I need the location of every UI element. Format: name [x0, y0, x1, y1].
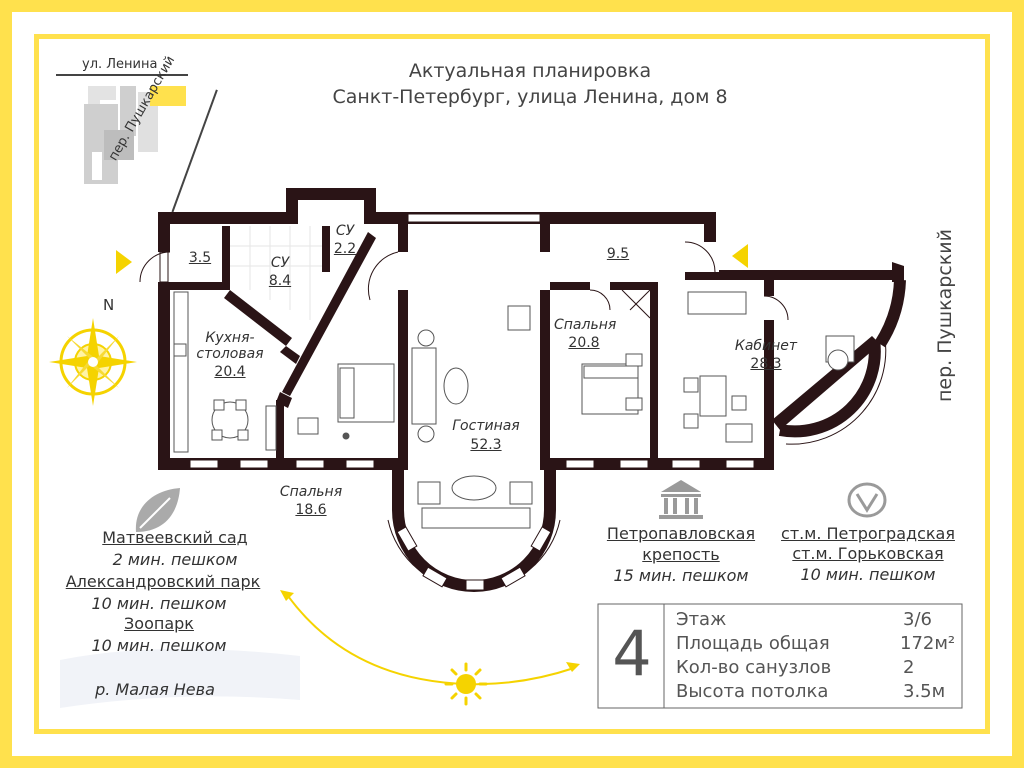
poi-garden-time: 2 мин. пешком	[112, 550, 238, 569]
floor-number: 4	[612, 617, 652, 690]
river	[60, 648, 300, 708]
entry-arrow-left-icon	[116, 250, 132, 274]
room-area-bedroom1: 20.8	[568, 335, 600, 351]
location-map	[56, 74, 218, 213]
info-label-height: Высота потолка	[676, 681, 829, 702]
museum-icon	[659, 480, 703, 519]
poi-metro-name-1: ст.м. Петроградская	[781, 524, 955, 543]
room-area-bedroom2: 18.6	[295, 502, 327, 518]
bay-window	[387, 468, 561, 592]
info-box	[597, 603, 963, 709]
sun-path	[280, 590, 580, 686]
poi-metro-name-2: ст.м. Горьковская	[792, 544, 944, 563]
info-label-floor: Этаж	[676, 609, 727, 630]
room-area-office: 28.3	[750, 356, 782, 372]
metro-icon	[847, 482, 887, 518]
poi-fortress-time: 15 мин. пешком	[613, 566, 749, 585]
room-name-wc1: СУ	[270, 255, 290, 271]
poi-fortress-name-2: крепость	[642, 545, 720, 564]
room-name-kitchen: Кухня- столовая	[196, 330, 264, 362]
poi-metro-time: 10 мин. пешком	[800, 565, 936, 584]
info-value-bathrooms: 2	[903, 657, 915, 678]
street-right-label: пер. Пушкарский	[934, 229, 956, 402]
info-value-floor: 3/6	[903, 609, 932, 630]
room-area-hall: 3.5	[188, 250, 212, 266]
poi-park-name: Александровский парк	[65, 572, 261, 591]
poi-garden-name: Матвеевский сад	[102, 528, 248, 547]
room-name-wc2: СУ	[335, 223, 355, 239]
title-line-1: Актуальная планировка	[408, 60, 652, 82]
room-name-bedroom1: Спальня	[554, 317, 617, 333]
room-name-office: Кабинет	[734, 338, 798, 354]
furniture	[173, 291, 855, 529]
room-area-corridor: 9.5	[606, 246, 630, 262]
leaf-icon	[135, 488, 180, 532]
info-value-area: 172м²	[900, 633, 956, 654]
info-value-height: 3.5м	[903, 681, 946, 702]
poi-zoo-time: 10 мин. пешком	[91, 636, 227, 655]
room-area-living: 52.3	[470, 437, 502, 453]
compass-label: N	[103, 296, 115, 314]
poi-fortress-name-1: Петропавловская	[606, 524, 756, 543]
map-street-top: ул. Ленина	[82, 57, 158, 72]
room-area-wc2: 2.2	[333, 241, 357, 257]
info-label-bathrooms: Кол-во санузлов	[676, 657, 832, 678]
room-area-wc1: 8.4	[268, 273, 292, 289]
doors	[139, 241, 789, 321]
room-area-kitchen: 20.4	[214, 364, 246, 380]
bathroom-tiles	[230, 226, 322, 320]
poi-park-time: 10 мин. пешком	[91, 594, 227, 613]
windows	[159, 213, 755, 469]
compass-rose-icon	[49, 318, 137, 406]
sun-icon	[444, 662, 488, 706]
room-name-bedroom2: Спальня	[279, 484, 343, 500]
room-name-living: Гостиная	[452, 418, 520, 434]
info-label-area: Площадь общая	[676, 633, 830, 654]
poi-zoo-name: Зоопарк	[124, 614, 194, 633]
title-line-2: Санкт-Петербург, улица Ленина, дом 8	[332, 86, 728, 108]
river-label: р. Малая Нева	[95, 680, 215, 699]
office-bay	[778, 279, 906, 445]
entry-arrow-right-icon	[732, 244, 748, 268]
inner-frame	[34, 34, 990, 734]
